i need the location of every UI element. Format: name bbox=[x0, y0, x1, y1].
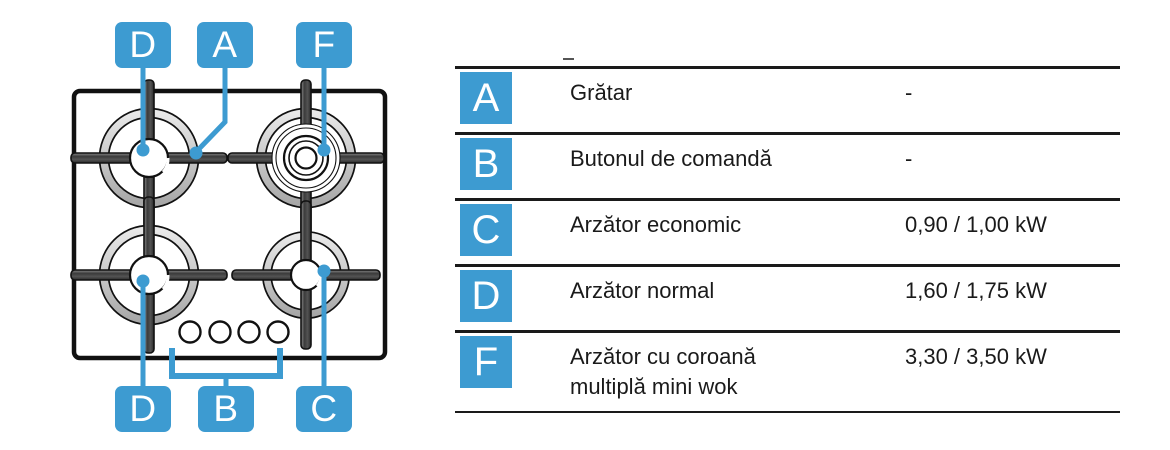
legend-table: A Grătar - B Butonul de comandă - C Arză… bbox=[455, 0, 1155, 450]
leader-lines bbox=[140, 68, 327, 386]
row-label-a: Grătar bbox=[570, 80, 633, 105]
table-row: C Arzător economic 0,90 / 1,00 kW bbox=[455, 202, 1120, 264]
callout-badge-bottom-d[interactable]: D bbox=[115, 386, 171, 432]
row-badge-c[interactable]: C bbox=[460, 204, 512, 256]
control-knob bbox=[208, 320, 232, 344]
row-badge-f[interactable]: F bbox=[460, 336, 512, 388]
control-knob bbox=[266, 320, 290, 344]
table-rule-2 bbox=[455, 198, 1120, 201]
row-value-c: 0,90 / 1,00 kW bbox=[905, 212, 1047, 237]
table-rule-3 bbox=[455, 264, 1120, 267]
callout-badge-bottom-b[interactable]: B bbox=[198, 386, 254, 432]
table-row: A Grătar - bbox=[455, 70, 1120, 132]
control-knobs-row bbox=[178, 320, 290, 344]
row-badge-b[interactable]: B bbox=[460, 138, 512, 190]
row-label-b: Butonul de comandă bbox=[570, 146, 772, 171]
control-knob bbox=[178, 320, 202, 344]
leader-dot-top-d bbox=[136, 143, 150, 157]
table-rule-1 bbox=[455, 132, 1120, 135]
table-rule-top bbox=[455, 66, 1120, 69]
callout-badge-bottom-c[interactable]: C bbox=[296, 386, 352, 432]
row-label-d: Arzător normal bbox=[570, 278, 715, 303]
cooktop-diagram-panel: D A F D B C bbox=[0, 0, 440, 450]
row-value-f: 3,30 / 3,50 kW bbox=[905, 344, 1047, 369]
table-rule-4 bbox=[455, 330, 1120, 333]
table-row: D Arzător normal 1,60 / 1,75 kW bbox=[455, 268, 1120, 330]
row-label-f: Arzător cu coroană multiplă mini wok bbox=[570, 344, 756, 399]
callout-badge-top-a[interactable]: A bbox=[197, 22, 253, 68]
row-value-d: 1,60 / 1,75 kW bbox=[905, 278, 1047, 303]
row-value-b: - bbox=[905, 146, 913, 171]
leader-dot-bottom-d bbox=[136, 274, 150, 288]
leader-line-top-a bbox=[194, 68, 228, 154]
burner-bottom-right-economic bbox=[231, 200, 381, 350]
leader-dot-bottom-c bbox=[317, 264, 331, 278]
leader-dots bbox=[136, 143, 331, 288]
table-row: B Butonul de comandă - bbox=[455, 136, 1120, 198]
control-knob bbox=[237, 320, 261, 344]
leader-dot-top-a bbox=[189, 146, 203, 160]
row-label-c: Arzător economic bbox=[570, 212, 742, 237]
row-badge-d[interactable]: D bbox=[460, 270, 512, 322]
row-badge-a[interactable]: A bbox=[460, 72, 512, 124]
burner-bottom-left-normal bbox=[70, 196, 228, 354]
callout-badge-top-d[interactable]: D bbox=[115, 22, 171, 68]
leader-dot-top-f bbox=[317, 143, 331, 157]
table-rule-bottom bbox=[455, 411, 1120, 413]
table-row: F Arzător cu coroană multiplă mini wok 3… bbox=[455, 334, 1120, 411]
row-value-a: - bbox=[905, 80, 913, 105]
clipped-row-dash bbox=[563, 58, 574, 60]
cooktop-illustration bbox=[70, 68, 388, 386]
callout-badge-top-f[interactable]: F bbox=[296, 22, 352, 68]
